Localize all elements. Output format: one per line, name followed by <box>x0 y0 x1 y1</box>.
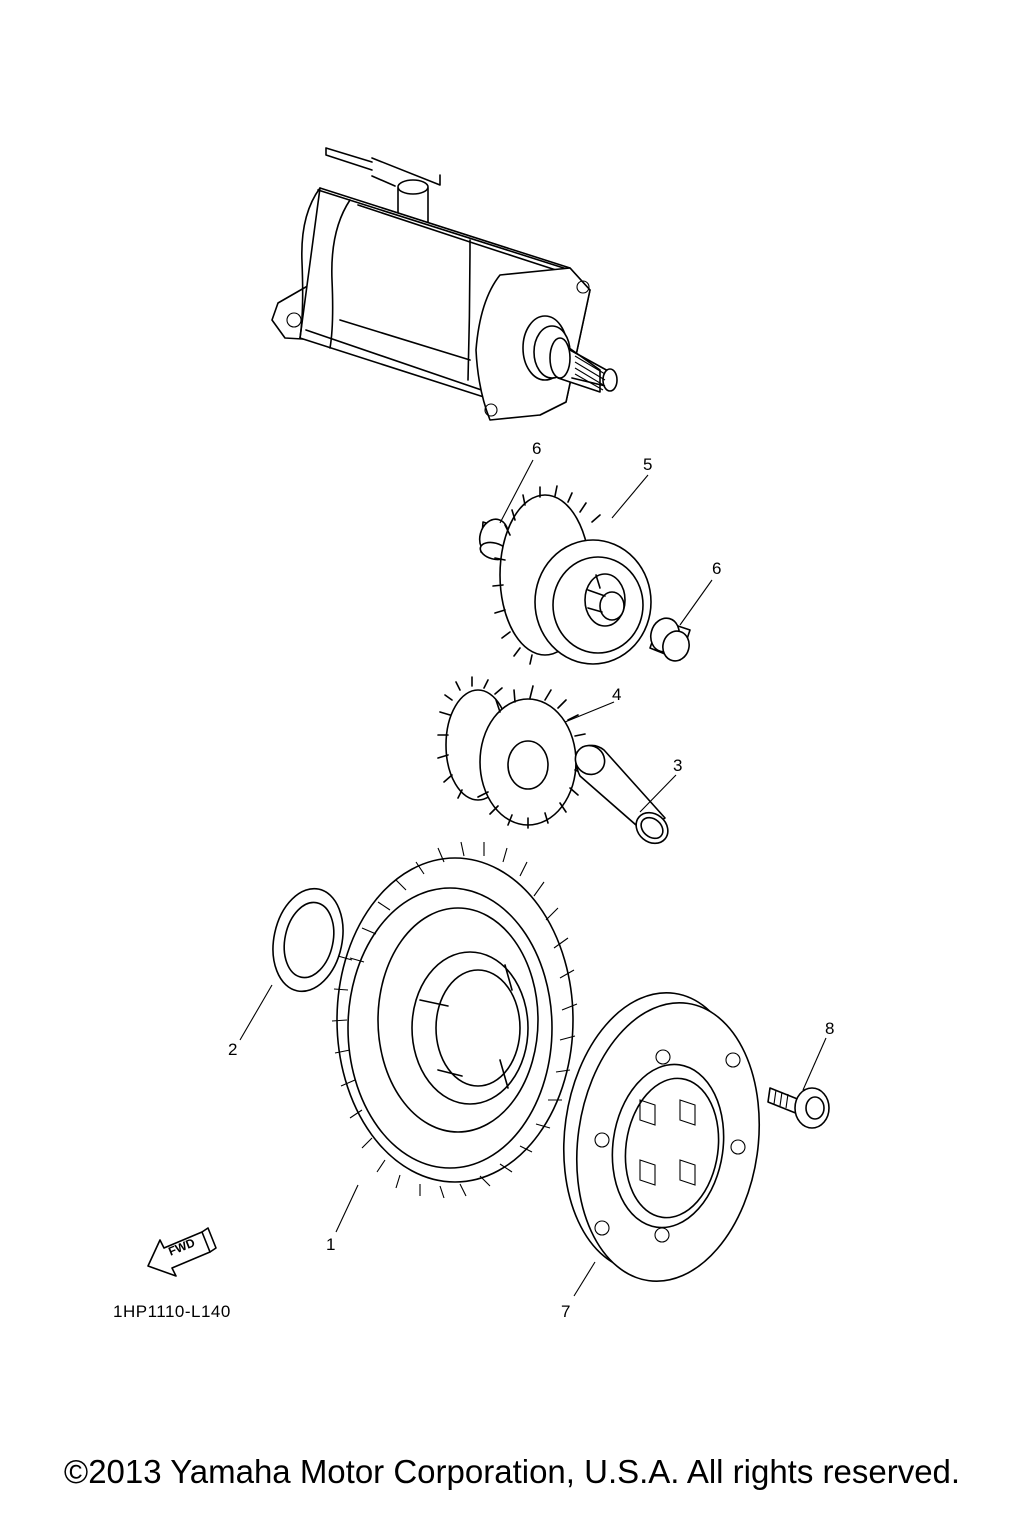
callout-5: 5 <box>643 455 653 474</box>
callout-4: 4 <box>612 685 622 704</box>
bushing-6-upper <box>478 518 510 561</box>
drawing-code: 1HP1110-L140 <box>113 1302 231 1321</box>
shaft-3 <box>574 744 669 845</box>
callout-8: 8 <box>825 1019 835 1038</box>
forward-arrow-icon <box>147 1227 217 1277</box>
exploded-parts-diagram <box>147 147 830 1297</box>
callout-6-upper: 6 <box>532 439 542 458</box>
callout-1: 1 <box>326 1235 336 1254</box>
double-gear-4 <box>437 676 589 829</box>
washer-2 <box>272 887 344 993</box>
idler-gear-5 <box>492 485 652 665</box>
one-way-clutch-7 <box>562 991 761 1283</box>
bolt-8 <box>767 1087 830 1129</box>
callout-6-lower: 6 <box>712 559 722 578</box>
callout-7: 7 <box>561 1302 571 1321</box>
copyright-notice: ©2013 Yamaha Motor Corporation, U.S.A. A… <box>63 1453 961 1490</box>
leader-lines <box>239 459 827 1297</box>
callout-3: 3 <box>673 756 683 775</box>
large-gear-1 <box>331 841 578 1199</box>
starter-motor-illustration <box>271 147 618 421</box>
callout-2: 2 <box>228 1040 238 1059</box>
bushing-6-lower <box>649 617 691 662</box>
